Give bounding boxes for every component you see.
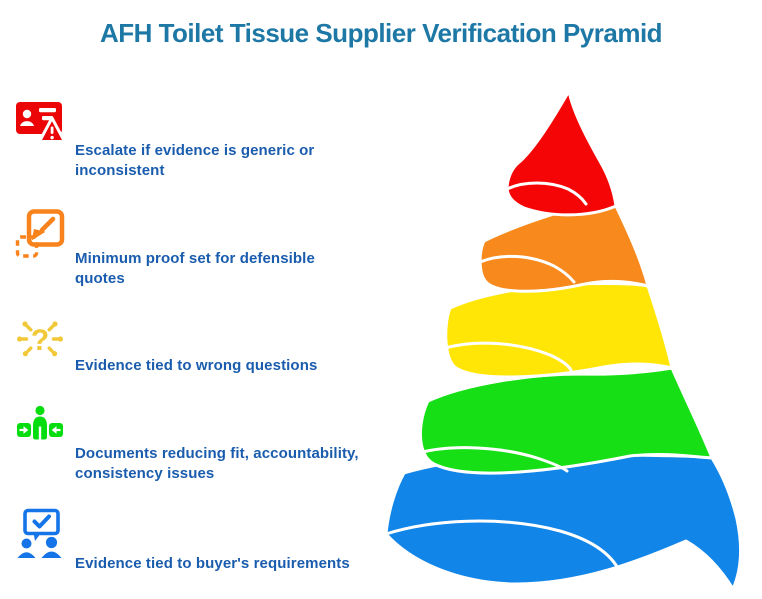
pyramid-level-4 (417, 366, 714, 475)
pyramid-level-1 (505, 89, 618, 217)
import-box-icon (15, 209, 65, 258)
confusion-question-icon: ? (17, 321, 64, 357)
list-item-label: Minimum proof set for defensible quotes (75, 250, 315, 287)
meeting-check-icon (17, 508, 62, 558)
page-title: AFH Toilet Tissue Supplier Verification … (99, 18, 663, 48)
list-item-label: Evidence tied to buyer's requirements (75, 555, 350, 572)
svg-text:?: ? (31, 324, 49, 357)
person-options-icon (17, 405, 63, 440)
pyramid-level-2 (478, 202, 650, 293)
pyramid-level-5 (384, 452, 742, 591)
list-item-label: Escalate if evidence is generic or incon… (75, 142, 315, 179)
id-card-alert-icon (16, 102, 66, 143)
list-item-label: Evidence tied to wrong questions (75, 357, 318, 374)
list-item-label: Documents reducing fit, accountability, … (75, 445, 359, 482)
pyramid-level-3 (443, 282, 674, 379)
